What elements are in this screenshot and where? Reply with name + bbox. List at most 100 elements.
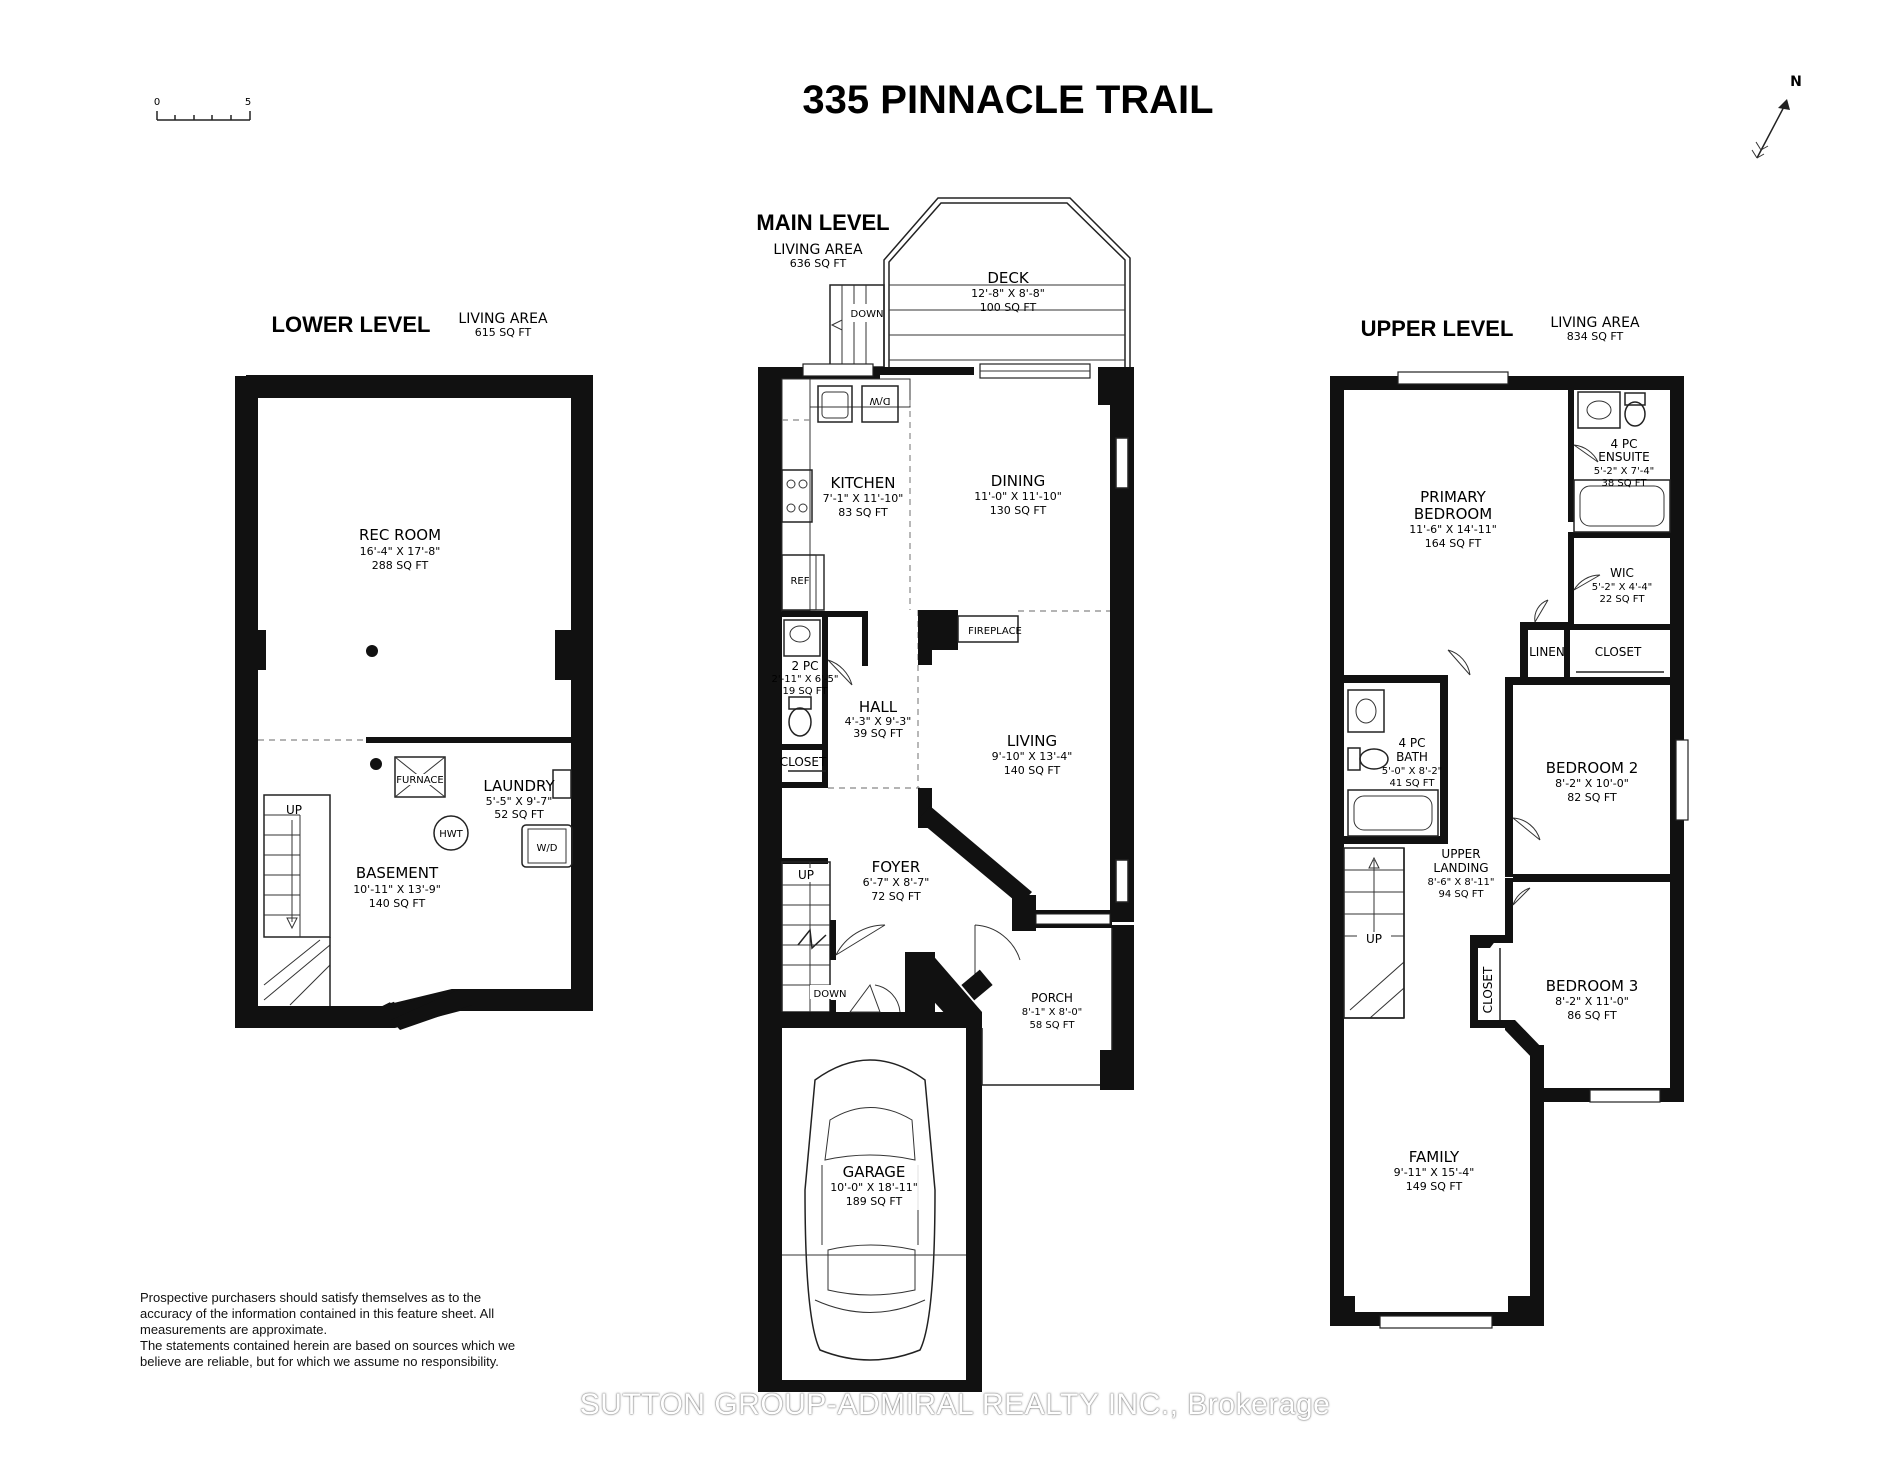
primary-sqft: 164 SQ FT: [1425, 537, 1482, 550]
basement-dims: 10'-11" X 13'-9": [353, 883, 441, 896]
family-sqft: 149 SQ FT: [1406, 1180, 1463, 1193]
ensuite-tub-icon: [1573, 479, 1671, 533]
deck-down-label: DOWN: [851, 309, 884, 320]
landing-name-1: UPPER: [1441, 847, 1480, 861]
deck-name: DECK: [987, 269, 1030, 287]
bath-name-2: BATH: [1396, 750, 1428, 764]
ensuite-name-1: 4 PC: [1610, 437, 1637, 451]
fireplace-icon: FIREPLACE: [918, 610, 1022, 665]
rec-room-dims: 16'-4" X 17'-8": [360, 545, 441, 558]
hwt-label: HWT: [439, 829, 463, 840]
disclaimer-line: measurements are approximate.: [140, 1322, 328, 1337]
deck-sqft: 100 SQ FT: [980, 301, 1037, 314]
ensuite-sink-icon: [1577, 391, 1621, 429]
kitchen-name: KITCHEN: [831, 474, 896, 492]
bath-dims: 5'-0" X 8'-2": [1382, 766, 1443, 777]
ensuite-sqft: 38 SQ FT: [1602, 478, 1648, 489]
laundry-dims: 5'-5" X 9'-7": [486, 795, 553, 808]
bedroom2-dims: 8'-2" X 10'-0": [1555, 777, 1629, 790]
two-pc-sqft: 19 SQ FT: [783, 686, 829, 697]
main-level-title: MAIN LEVEL: [756, 210, 889, 235]
laundry-name: LAUNDRY: [483, 777, 555, 795]
family-dims: 9'-11" X 15'-4": [1394, 1166, 1475, 1179]
lower-level-title: LOWER LEVEL: [272, 312, 431, 337]
deck: DOWN DECK 12'-8" X 8'-8" 100 SQ FT: [829, 197, 1131, 368]
garage-name: GARAGE: [843, 1163, 906, 1181]
rec-room-sqft: 288 SQ FT: [372, 559, 429, 572]
north-label: N: [1790, 74, 1802, 90]
lower-living-area-label: LIVING AREA: [458, 311, 548, 327]
furnace-icon: FURNACE: [394, 756, 446, 798]
washer-dryer-icon: W/D: [521, 824, 573, 868]
linen-label: LINEN: [1529, 645, 1565, 659]
scale-bar-end: 5: [245, 97, 251, 108]
living-name: LIVING: [1007, 732, 1057, 750]
north-arrow-icon: N: [1751, 74, 1802, 159]
bath-toilet-icon: [1347, 747, 1389, 771]
bedroom2-name: BEDROOM 2: [1546, 759, 1639, 777]
upper-living-area: 834 SQ FT: [1567, 330, 1624, 343]
upper-up-label: UP: [1366, 932, 1382, 946]
hall-dims: 4'-3" X 9'-3": [845, 715, 912, 728]
ensuite-name-2: ENSUITE: [1598, 450, 1649, 464]
main-down-label: DOWN: [814, 989, 847, 1000]
foyer-sqft: 72 SQ FT: [871, 890, 921, 903]
dining-sqft: 130 SQ FT: [990, 504, 1047, 517]
main-closet-label: CLOSET: [780, 755, 827, 769]
laundry-sqft: 52 SQ FT: [494, 808, 544, 821]
main-living-area-label: LIVING AREA: [773, 242, 863, 258]
upper-level-title: UPPER LEVEL: [1361, 316, 1514, 341]
stove-icon: [781, 469, 813, 523]
water-heater-icon: HWT: [433, 815, 469, 851]
bedroom3-name: BEDROOM 3: [1546, 977, 1639, 995]
family-name: FAMILY: [1409, 1148, 1460, 1166]
bath-tub-icon: [1347, 789, 1439, 837]
hall-name: HALL: [859, 698, 898, 716]
bath-sink-icon: [1347, 689, 1385, 733]
2pc-toilet-icon: [788, 696, 812, 737]
living-sqft: 140 SQ FT: [1004, 764, 1061, 777]
landing-sqft: 94 SQ FT: [1439, 889, 1485, 900]
living-dims: 9'-10" X 13'-4": [992, 750, 1073, 763]
kitchen-sink-icon: [817, 385, 853, 423]
bedroom2-sqft: 82 SQ FT: [1567, 791, 1617, 804]
porch-sqft: 58 SQ FT: [1030, 1020, 1076, 1031]
foyer-name: FOYER: [872, 858, 921, 876]
car-icon: [804, 1059, 936, 1361]
landing-name-2: LANDING: [1433, 861, 1488, 875]
upper-stairs: UP: [1343, 847, 1405, 1019]
laundry-sink-icon: [552, 769, 572, 799]
dining-name: DINING: [991, 472, 1045, 490]
dishwasher-icon: D/W: [861, 385, 899, 423]
plan-title: 335 PINNACLE TRAIL: [802, 78, 1213, 122]
bedroom3-dims: 8'-2" X 11'-0": [1555, 995, 1629, 1008]
primary-dims: 11'-6" X 14'-11": [1409, 523, 1497, 536]
lower-level: LOWER LEVEL LIVING AREA 615 SQ FT: [235, 311, 593, 1030]
lower-walls: [235, 375, 593, 1028]
scale-bar-start: 0: [154, 97, 160, 108]
main-level: MAIN LEVEL LIVING AREA 636 SQ FT DOWN DE…: [756, 197, 1134, 1392]
main-living-area: 636 SQ FT: [790, 257, 847, 270]
disclaimer: Prospective purchasers should satisfy th…: [140, 1290, 580, 1370]
two-pc-dims: 2'-11" X 6'-5": [772, 674, 839, 685]
deck-dims: 12'-8" X 8'-8": [971, 287, 1045, 300]
garage-sqft: 189 SQ FT: [846, 1195, 903, 1208]
disclaimer-line: believe are reliable, but for which we a…: [140, 1354, 499, 1369]
upper-level: UPPER LEVEL LIVING AREA 834 SQ FT: [1330, 315, 1689, 1329]
wic-name: WIC: [1610, 566, 1634, 580]
disclaimer-line: Prospective purchasers should satisfy th…: [140, 1290, 482, 1305]
ensuite-toilet-icon: [1624, 392, 1646, 427]
bath-sqft: 41 SQ FT: [1390, 778, 1436, 789]
wic-sqft: 22 SQ FT: [1600, 594, 1646, 605]
garage-dims: 10'-0" X 18'-11": [830, 1181, 918, 1194]
wd-label: W/D: [537, 843, 558, 854]
lower-up-label: UP: [286, 803, 302, 817]
ref-label: REF: [790, 576, 809, 587]
disclaimer-line: accuracy of the information contained in…: [140, 1306, 495, 1321]
ensuite-dims: 5'-2" X 7'-4": [1594, 466, 1655, 477]
dining-dims: 11'-0" X 11'-10": [974, 490, 1062, 503]
kitchen-dims: 7'-1" X 11'-10": [823, 492, 904, 505]
porch-dims: 8'-1" X 8'-0": [1022, 1007, 1083, 1018]
support-column-icon: [370, 758, 382, 770]
